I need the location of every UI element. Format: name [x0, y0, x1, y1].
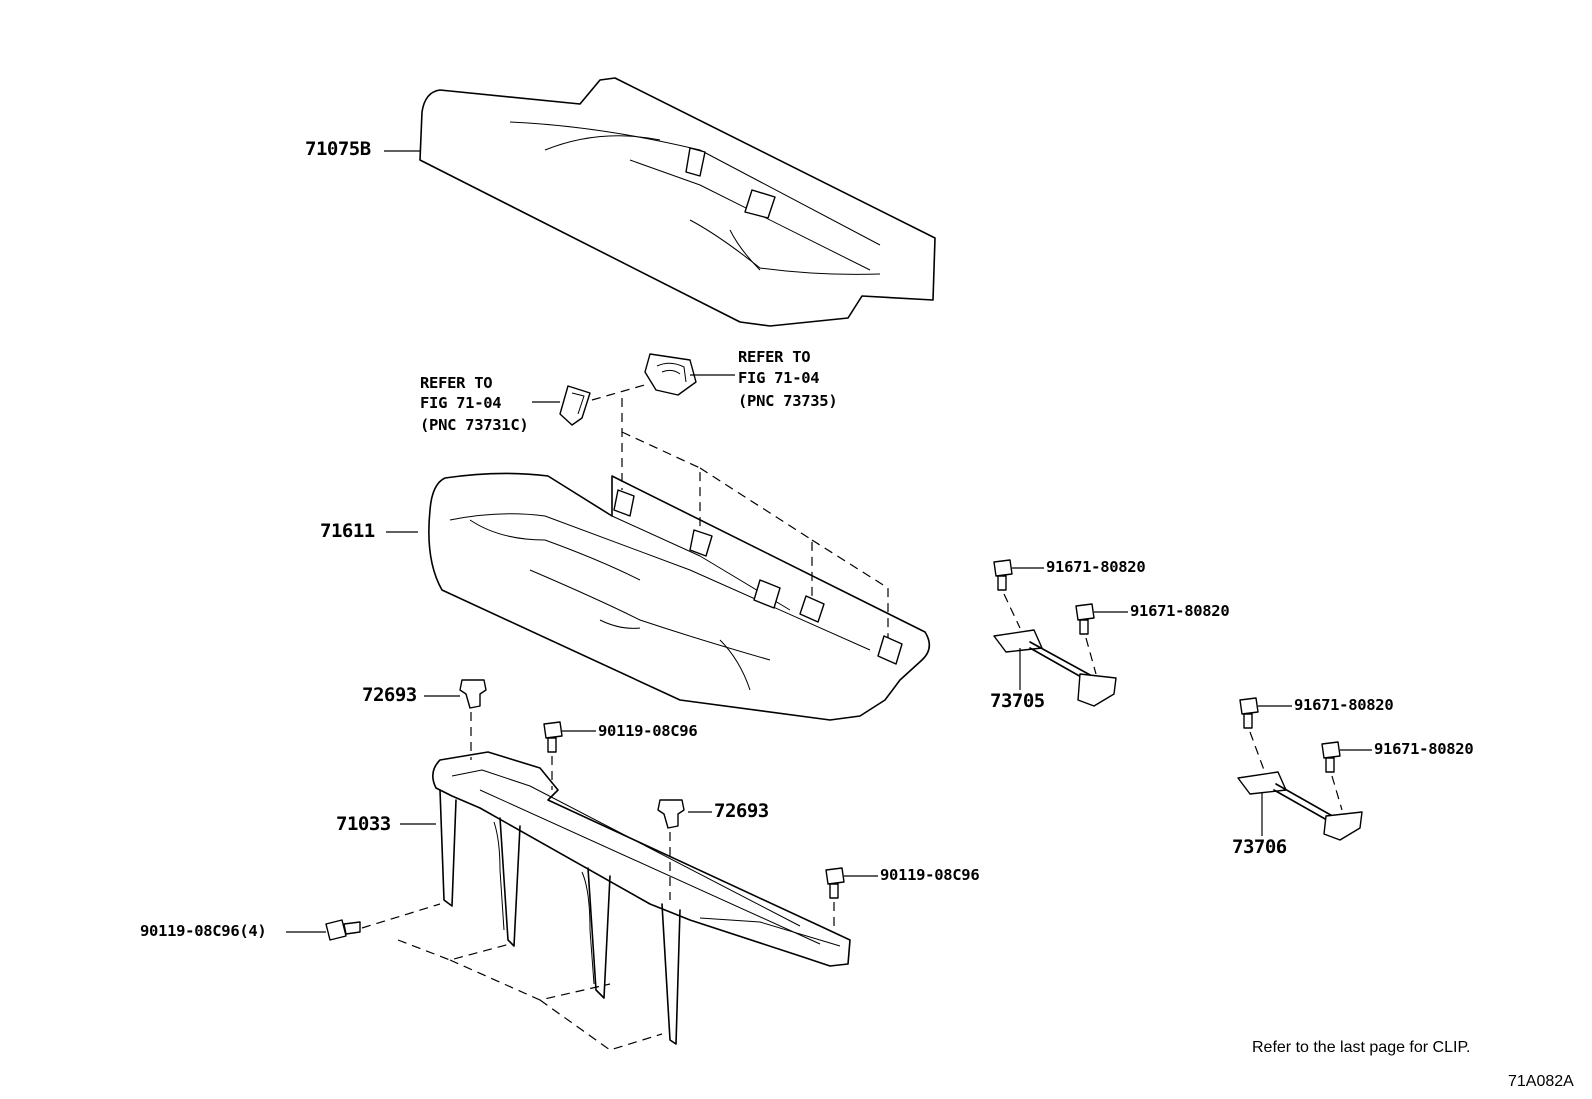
label-90119-b: 90119-08C96 — [880, 866, 980, 884]
clip-note: Refer to the last page for CLIP. — [1252, 1039, 1471, 1056]
refer-right-line2: FIG 71-04 — [738, 369, 820, 387]
refer-left-line3: (PNC 73731C) — [420, 416, 529, 434]
label-72693-lower: 72693 — [714, 800, 769, 822]
seat-cushion — [428, 472, 931, 721]
label-71075b: 71075B — [305, 138, 371, 160]
refer-right-line3: (PNC 73735) — [738, 392, 838, 410]
refer-left-line2: FIG 71-04 — [420, 394, 502, 412]
bolt-91671-a2 — [1075, 603, 1095, 635]
clip-73731c — [559, 385, 591, 426]
figure-code: 71A082A — [1508, 1073, 1574, 1090]
label-91671-a1: 91671-80820 — [1046, 558, 1146, 576]
label-91671-b2: 91671-80820 — [1374, 740, 1474, 758]
seat-cover-upper — [419, 77, 936, 327]
clip-73735 — [644, 353, 697, 396]
clip-72693-upper — [459, 679, 487, 709]
label-73706: 73706 — [1232, 836, 1287, 858]
label-71033: 71033 — [336, 813, 391, 835]
label-71611: 71611 — [320, 520, 375, 542]
bolt-90119-a — [543, 721, 563, 753]
bracket-73706 — [1237, 771, 1363, 841]
refer-right-line1: REFER TO — [738, 348, 811, 366]
seat-frame — [432, 751, 851, 1045]
label-72693-upper: 72693 — [362, 684, 417, 706]
bolt-90119-c — [325, 919, 361, 941]
bolt-91671-a1 — [993, 559, 1013, 591]
label-90119-a: 90119-08C96 — [598, 722, 698, 740]
label-91671-a2: 91671-80820 — [1130, 602, 1230, 620]
refer-left-line1: REFER TO — [420, 374, 493, 392]
label-90119-c: 90119-08C96(4) — [140, 922, 267, 940]
bracket-73705 — [993, 629, 1117, 707]
label-73705: 73705 — [990, 690, 1045, 712]
clip-72693-lower — [657, 799, 685, 829]
label-91671-b1: 91671-80820 — [1294, 696, 1394, 714]
bolt-91671-b1 — [1239, 697, 1259, 729]
bolt-91671-b2 — [1321, 741, 1341, 773]
bolt-90119-b — [825, 867, 845, 899]
